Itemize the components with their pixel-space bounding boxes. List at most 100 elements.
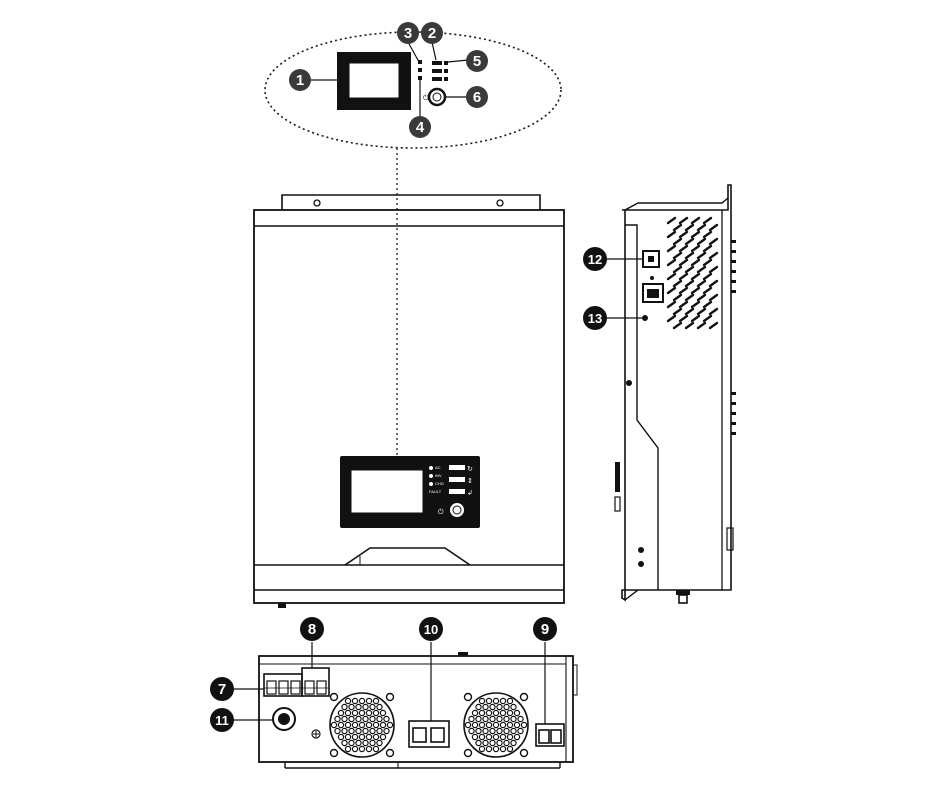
callout-13: 13 — [583, 306, 607, 330]
fan-mesh-hole — [348, 715, 355, 723]
fan-mesh-hole — [471, 733, 479, 741]
fan-mesh-hole — [379, 733, 387, 741]
vent-slot — [684, 237, 695, 246]
fan-mesh-hole — [351, 697, 359, 705]
callout-3-label: 3 — [404, 25, 412, 42]
callout-12: 12 — [583, 247, 607, 271]
fan-mesh-hole — [471, 709, 479, 717]
leader-5 — [447, 59, 469, 63]
vent-slot — [678, 300, 689, 309]
vent-slot — [708, 293, 719, 302]
fan-mesh-hole — [365, 733, 373, 741]
fan-mesh-hole — [492, 697, 500, 705]
vent-slot — [684, 251, 695, 260]
fan-mesh-hole — [341, 715, 348, 723]
zoom-power-switch-inner — [432, 92, 442, 102]
front-led-fault-label: FAULT — [429, 489, 442, 494]
circuit-breaker — [272, 707, 296, 731]
vent-slot — [696, 307, 707, 316]
vent-slot — [666, 216, 677, 225]
fan-mesh-hole — [485, 721, 493, 729]
zoom-led-ac — [418, 60, 422, 64]
fan-mesh-hole — [503, 715, 510, 723]
vent-slot — [666, 244, 677, 253]
fan-mesh-hole — [499, 733, 507, 741]
fan-left — [329, 692, 395, 758]
vent-slot — [702, 272, 713, 281]
zoom-power-symbol: ⏻ — [423, 94, 429, 102]
front-button-1 — [449, 465, 465, 470]
panel-zoom-detail: ⏻ — [264, 31, 562, 458]
side-bottom-edge — [624, 589, 639, 601]
fan-mesh-hole — [344, 709, 352, 717]
fan-mesh-hole — [344, 745, 352, 753]
vent-slot — [678, 258, 689, 267]
fan-mesh-hole — [513, 709, 521, 717]
front-handle — [344, 547, 471, 566]
fan-mesh-hole — [513, 733, 521, 741]
fan-mesh-hole — [334, 727, 341, 735]
fan-mesh-hole — [475, 739, 482, 747]
vent-slot — [708, 321, 719, 330]
fan-mesh-hole — [496, 715, 503, 723]
side-panel-contour — [625, 224, 659, 590]
vent-slot — [684, 265, 695, 274]
fan-mesh-hole — [355, 727, 362, 735]
fan-mesh-hole — [489, 703, 496, 711]
fan-mesh-hole — [351, 745, 359, 753]
fan-mesh-hole — [344, 721, 352, 729]
fan-mesh-hole — [383, 727, 390, 735]
callout-2-label: 2 — [428, 25, 436, 42]
side-vent-grille — [666, 216, 719, 330]
fan-mesh-hole — [510, 727, 517, 735]
vent-slot — [708, 237, 719, 246]
front-button-1-icon: ↻ — [467, 466, 473, 473]
callout-8-label: 8 — [308, 621, 316, 638]
fan-mesh-hole — [485, 709, 493, 717]
fan-mesh-hole — [492, 709, 500, 717]
vent-slot — [672, 237, 683, 246]
front-led-ac — [429, 466, 433, 470]
callout-1: 1 — [289, 69, 311, 91]
front-led-inv-label: INV — [435, 473, 442, 478]
mounting-bracket — [281, 194, 541, 210]
fan-mesh-hole — [485, 697, 493, 705]
fan-mesh-hole — [506, 733, 514, 741]
fan-mesh-hole — [362, 715, 369, 723]
fan-mesh-hole — [337, 709, 345, 717]
zoom-button-icon-1 — [444, 61, 448, 65]
vent-slot — [702, 300, 713, 309]
front-button-3 — [449, 489, 465, 494]
fan-mesh-hole — [499, 709, 507, 717]
vent-slot — [666, 286, 677, 295]
fan-mesh-hole — [510, 703, 517, 711]
fan-mesh-hole — [351, 709, 359, 717]
vent-slot — [666, 300, 677, 309]
vent-slot — [678, 314, 689, 323]
side-screw-low — [638, 547, 644, 553]
vent-slot — [690, 216, 701, 225]
fan-mesh-hole — [376, 739, 383, 747]
vent-slot — [684, 307, 695, 316]
fan-mesh-hole — [503, 727, 510, 735]
fan-mesh-hole — [482, 739, 489, 747]
vent-slot — [672, 293, 683, 302]
vent-slot — [690, 286, 701, 295]
zoom-lcd-screen — [348, 62, 400, 99]
vent-slot — [690, 272, 701, 281]
fan-mesh-hole — [506, 697, 514, 705]
vent-slot — [702, 258, 713, 267]
fan-mesh-hole — [379, 709, 387, 717]
fan-mesh-hole — [471, 721, 479, 729]
front-power-switch-inner — [452, 505, 462, 515]
fan-mesh-hole — [510, 715, 517, 723]
bottom-view — [233, 642, 578, 769]
zoom-ellipse — [264, 31, 562, 149]
vent-slot — [666, 272, 677, 281]
fan-mesh-hole — [379, 721, 387, 729]
callout-11-label: 11 — [215, 713, 229, 728]
front-led-inv — [429, 474, 433, 478]
fan-mesh-hole — [365, 721, 373, 729]
fan-mesh-hole — [369, 703, 376, 711]
vent-slot — [696, 265, 707, 274]
